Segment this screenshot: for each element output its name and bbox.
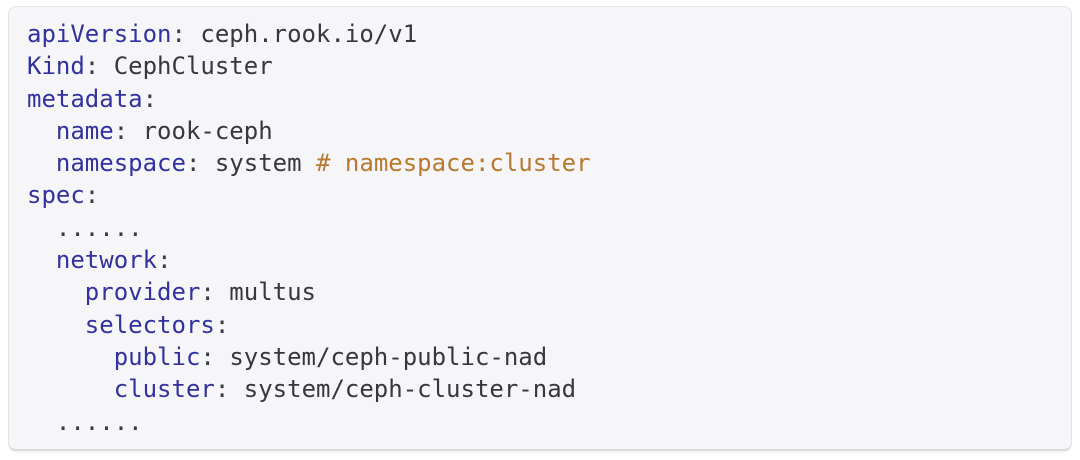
code-segment-comment: # namespace:cluster xyxy=(316,149,591,178)
code-line: Kind: CephCluster xyxy=(27,50,1053,82)
code-segment-key: metadata xyxy=(27,84,143,113)
code-segment-key: cluster xyxy=(113,375,215,404)
code-segment-punc: : xyxy=(214,375,244,404)
code-line: metadata: xyxy=(27,83,1053,115)
code-segment-key: public xyxy=(113,342,201,371)
code-segment-punc: : xyxy=(142,84,158,113)
code-segment-punc: : xyxy=(157,246,172,275)
code-line: apiVersion: ceph.rook.io/v1 xyxy=(27,18,1053,50)
code-segment-punc: : xyxy=(113,116,143,145)
code-segment-ws xyxy=(27,343,114,371)
code-segment-key: namespace xyxy=(55,149,186,178)
code-segment-val: CephCluster xyxy=(113,52,273,81)
code-segment-val: system xyxy=(214,149,317,178)
code-line: ...... xyxy=(27,212,1053,244)
code-segment-val: ...... xyxy=(55,213,143,242)
code-segment-punc: : xyxy=(84,52,114,81)
code-segment-punc: : xyxy=(200,342,230,371)
code-segment-punc: : xyxy=(171,20,201,48)
code-segment-ws xyxy=(27,375,114,403)
code-segment-ws xyxy=(27,278,85,306)
code-segment-ws xyxy=(27,246,56,274)
code-segment-val: ceph.rook.io/v1 xyxy=(200,20,418,48)
code-line: spec: xyxy=(27,179,1053,211)
code-line: namespace: system # namespace:cluster xyxy=(27,147,1053,179)
code-line: cluster: system/ceph-cluster-nad xyxy=(27,373,1053,405)
code-segment-val: ...... xyxy=(55,407,143,436)
code-segment-val: system/ceph-cluster-nad xyxy=(243,375,577,404)
code-segment-key: provider xyxy=(84,278,201,307)
code-segment-key: Kind xyxy=(27,52,85,81)
code-segment-val: system/ceph-public-nad xyxy=(229,342,548,371)
code-line: public: system/ceph-public-nad xyxy=(27,341,1053,373)
code-segment-ws xyxy=(27,149,56,177)
code-segment-ws xyxy=(27,117,56,145)
code-segment-val: rook-ceph xyxy=(142,116,273,145)
code-segment-key: name xyxy=(55,116,114,145)
code-segment-ws xyxy=(27,214,56,242)
code-segment-punc: : xyxy=(200,278,230,307)
code-line: ...... xyxy=(27,406,1053,438)
code-line: network: xyxy=(27,244,1053,276)
code-segment-punc: : xyxy=(185,149,215,178)
code-segment-punc: : xyxy=(84,181,100,210)
code-line: name: rook-ceph xyxy=(27,115,1053,147)
code-segment-ws xyxy=(27,311,85,339)
code-segment-val: multus xyxy=(229,278,316,307)
code-segment-ws xyxy=(27,408,56,436)
code-line: provider: multus xyxy=(27,276,1053,308)
code-segment-key: spec xyxy=(27,181,85,210)
code-line: selectors: xyxy=(27,309,1053,341)
code-segment-key: network xyxy=(55,246,158,275)
code-segment-key: apiVersion xyxy=(27,20,172,48)
code-segment-punc: : xyxy=(214,310,230,339)
code-segment-key: selectors xyxy=(84,310,215,339)
